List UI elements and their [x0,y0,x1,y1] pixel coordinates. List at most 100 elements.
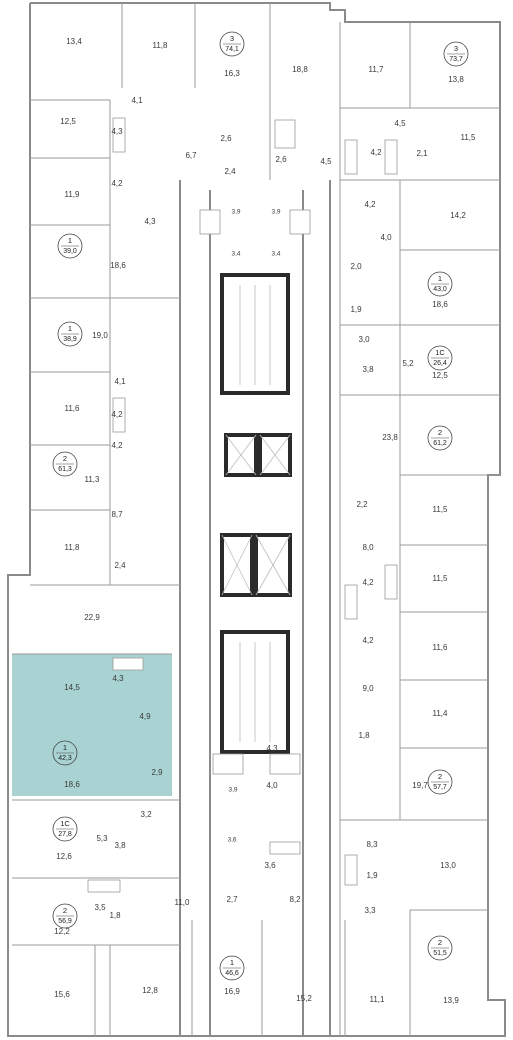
room-area-label: 11,5 [461,133,477,142]
apartment-total-area: 61,2 [433,440,447,447]
room-area-label: 4,3 [144,217,156,226]
apartment-badge[interactable]: 373,7 [443,41,469,67]
room-area-label: 15,2 [296,994,312,1003]
highlighted-apartment[interactable] [12,654,172,796]
apartment-badge[interactable]: 139,0 [57,233,83,259]
room-area-label: 3,4 [231,251,240,258]
left-wing-partitions [12,3,411,1036]
apartment-badge[interactable]: 261,2 [427,425,453,451]
room-area-label: 11,7 [369,65,385,74]
apartment-badge[interactable]: 261,3 [52,451,78,477]
apartment-badge-circle [427,271,453,297]
room-area-label: 13,4 [66,37,82,46]
room-area-label: 3,8 [114,841,126,850]
apartment-badge[interactable]: 256,9 [52,903,78,929]
room-area-label: 3,2 [140,810,152,819]
lift-pair-south [220,533,292,597]
room-area-label: 8,7 [111,510,123,519]
room-area-label: 12,5 [60,117,76,126]
room-area-label: 12,5 [432,371,448,380]
room-area-label: 3,6 [264,861,276,870]
apartment-badge-circle [57,321,83,347]
room-area-label: 3,3 [364,906,376,915]
apartment-room-count: 1 [438,274,442,283]
apartment-badge[interactable]: 146,6 [219,955,245,981]
apartment-room-count: 3 [230,34,234,43]
room-area-label: 1,8 [358,731,370,740]
apartment-total-area: 56,9 [58,918,72,925]
room-area-label: 3,9 [271,209,280,216]
room-area-label: 4,3 [112,674,124,683]
room-area-label: 3,8 [362,365,374,374]
room-area-label: 11,5 [433,574,449,583]
apartment-badge[interactable]: 374,1 [219,31,245,57]
apartment-badge[interactable]: 257,7 [427,769,453,795]
room-area-label: 8,3 [366,840,378,849]
room-area-label: 22,9 [84,613,100,622]
apartment-total-area: 61,3 [58,466,72,473]
room-area-label: 14,5 [64,683,80,692]
room-area-label: 3,4 [271,251,280,258]
room-area-label: 2,6 [275,155,287,164]
stair-north [220,273,290,395]
apartment-badge[interactable]: 251,5 [427,935,453,961]
apartment-badge[interactable]: 142,3 [52,740,78,766]
apartment-room-count: 1С [435,348,445,357]
room-area-label: 5,2 [402,359,414,368]
lift-pair-north [224,433,292,477]
apartment-room-count: 1 [230,958,234,967]
room-area-label: 18,6 [110,261,126,270]
apartment-badge-circle [52,451,78,477]
apartment-total-area: 38,9 [63,336,77,343]
room-area-label: 11,1 [370,995,386,1004]
room-area-label: 12,8 [142,986,158,995]
apartment-total-area: 74,1 [225,46,239,53]
room-area-label: 13,9 [443,996,459,1005]
apartment-badge-circle [57,233,83,259]
apartment-badge-circle [443,41,469,67]
room-area-label: 4,3 [111,127,123,136]
apartment-room-count: 1 [63,743,67,752]
fixtures [87,117,398,893]
room-area-label: 4,2 [370,148,382,157]
apartment-room-count: 2 [63,906,67,915]
room-area-label: 4,5 [320,157,332,166]
room-area-label: 4,0 [380,233,392,242]
stair-south [220,630,290,754]
apartment-room-count: 2 [438,428,442,437]
room-area-label: 11,6 [65,404,81,413]
room-area-label: 11,8 [65,543,81,552]
apartment-total-area: 42,3 [58,755,72,762]
room-area-label: 12,2 [54,927,70,936]
room-area-label: 4,5 [394,119,406,128]
apartment-total-area: 73,7 [449,56,463,63]
apartment-room-count: 2 [438,772,442,781]
room-area-label: 2,1 [416,149,428,158]
room-area-label: 11,4 [433,709,449,718]
room-area-label: 4,0 [266,781,278,790]
room-area-label: 2,9 [151,768,163,777]
room-area-label: 4,3 [266,744,278,753]
apartment-badge-circle [52,903,78,929]
room-area-label: 1,9 [366,871,378,880]
room-area-label: 2,2 [356,500,368,509]
room-area-label: 2,4 [224,167,236,176]
apartment-total-area: 51,5 [433,950,447,957]
apartment-badge[interactable]: 143,0 [427,271,453,297]
apartment-badge[interactable]: 138,9 [57,321,83,347]
apartment-badge-circle [219,955,245,981]
room-area-label: 4,2 [364,200,376,209]
apartment-badge-circle [427,935,453,961]
room-area-label: 1,8 [109,911,121,920]
room-area-label: 11,5 [433,505,449,514]
apartment-room-count: 1 [68,236,72,245]
apartment-badge-circle [427,769,453,795]
room-area-label: 16,9 [224,987,240,996]
apartment-total-area: 46,6 [225,970,239,977]
room-area-label: 19,0 [92,331,108,340]
apartment-badge-circle [427,345,453,371]
room-area-label: 15,6 [54,990,70,999]
